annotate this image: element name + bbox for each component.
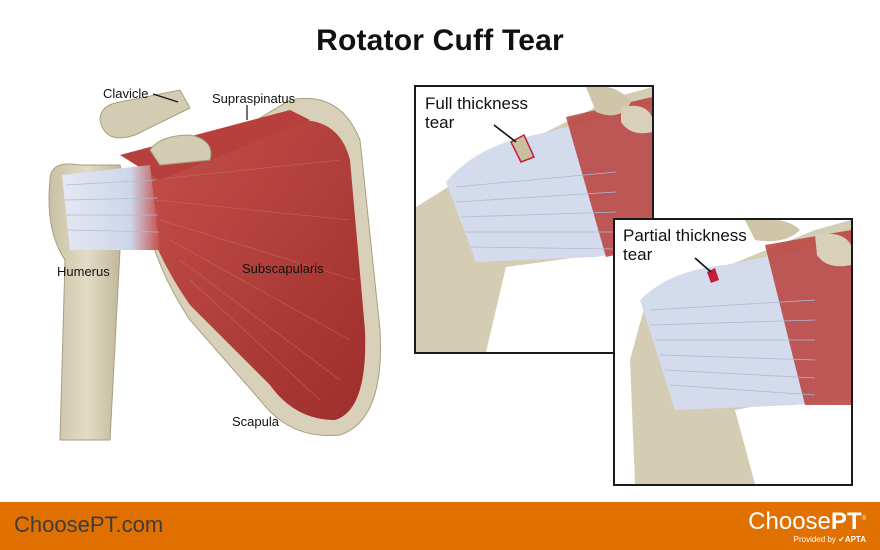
label-humerus: Humerus: [57, 264, 110, 279]
page-title: Rotator Cuff Tear: [316, 24, 564, 57]
brand-wordmark: ChoosePT®: [748, 508, 866, 535]
shoulder-anatomy-drawing: [48, 89, 381, 441]
footer-bar: ChoosePT.com ChoosePT® Provided by ✔APTA: [0, 502, 880, 550]
full-thickness-tear-label: Full thickness tear: [425, 94, 528, 132]
inset-partial-thickness-tear: Partial thickness tear: [613, 218, 853, 486]
label-supraspinatus: Supraspinatus: [212, 91, 296, 106]
footer-url[interactable]: ChoosePT.com: [14, 512, 164, 537]
partial-thickness-tear-label: Partial thickness tear: [623, 226, 747, 264]
choosept-logo: ChoosePT® Provided by ✔APTA: [748, 506, 866, 545]
full-thickness-tear-drawing: [416, 87, 652, 352]
apta-eagle-icon: ✔: [838, 535, 845, 544]
provided-by-apta: Provided by ✔APTA: [793, 535, 866, 544]
shoulder-illustration: [40, 80, 390, 450]
partial-thickness-tear-drawing: [630, 220, 851, 484]
label-scapula: Scapula: [232, 414, 279, 429]
label-subscapularis: Subscapularis: [242, 261, 324, 276]
label-clavicle: Clavicle: [103, 86, 149, 101]
